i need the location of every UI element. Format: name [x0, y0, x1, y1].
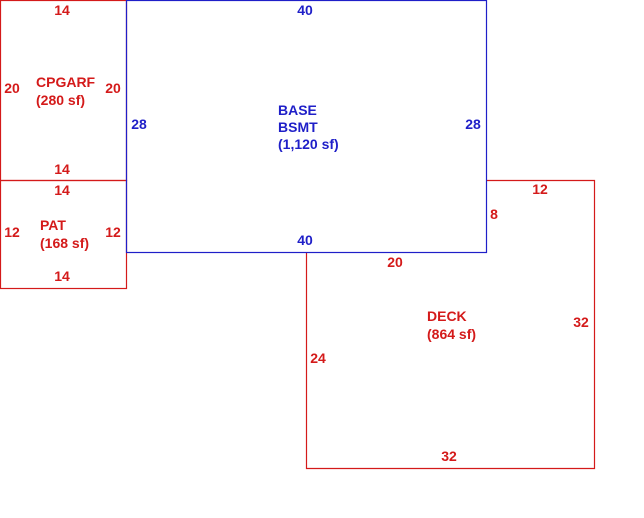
- base-dim-top: 40: [297, 2, 313, 18]
- deck-label: DECK: [427, 308, 467, 324]
- base-area: 40 28 28 40 BASE BSMT (1,120 sf): [125, 0, 488, 254]
- deck-dim-top-right: 12: [532, 181, 548, 197]
- patio-dim-right: 12: [105, 224, 121, 240]
- base-dim-right: 28: [465, 116, 481, 132]
- deck-area: 12 8 20 24 32 32 DECK (864 sf): [305, 179, 596, 470]
- base-dim-bottom: 40: [297, 232, 313, 248]
- deck-area-label: (864 sf): [427, 326, 476, 342]
- deck-dim-bottom: 32: [441, 448, 457, 464]
- carport-area: 14 20 20 14 CPGARF (280 sf): [0, 0, 128, 182]
- patio-area-label: (168 sf): [40, 235, 89, 251]
- base-label-line2: BSMT: [278, 119, 318, 135]
- patio-area: 14 12 12 14 PAT (168 sf): [0, 179, 128, 290]
- patio-dim-left: 12: [4, 224, 20, 240]
- patio-dim-top: 14: [54, 182, 70, 198]
- carport-dim-left: 20: [4, 80, 20, 96]
- deck-dim-left: 24: [310, 350, 326, 366]
- carport-area-label: (280 sf): [36, 92, 85, 108]
- base-area-label: (1,120 sf): [278, 136, 339, 152]
- deck-dim-top-left: 20: [387, 254, 403, 270]
- carport-dim-bottom: 14: [54, 161, 70, 177]
- patio-label: PAT: [40, 217, 66, 233]
- patio-dim-bottom: 14: [54, 268, 70, 284]
- deck-outline: [305, 179, 596, 470]
- carport-dim-right: 20: [105, 80, 121, 96]
- deck-dim-notch: 8: [490, 206, 498, 222]
- base-outline: [125, 0, 488, 254]
- base-label-line1: BASE: [278, 102, 317, 118]
- deck-dim-right: 32: [573, 314, 589, 330]
- carport-label: CPGARF: [36, 74, 96, 90]
- base-dim-left: 28: [131, 116, 147, 132]
- carport-dim-top: 14: [54, 2, 70, 18]
